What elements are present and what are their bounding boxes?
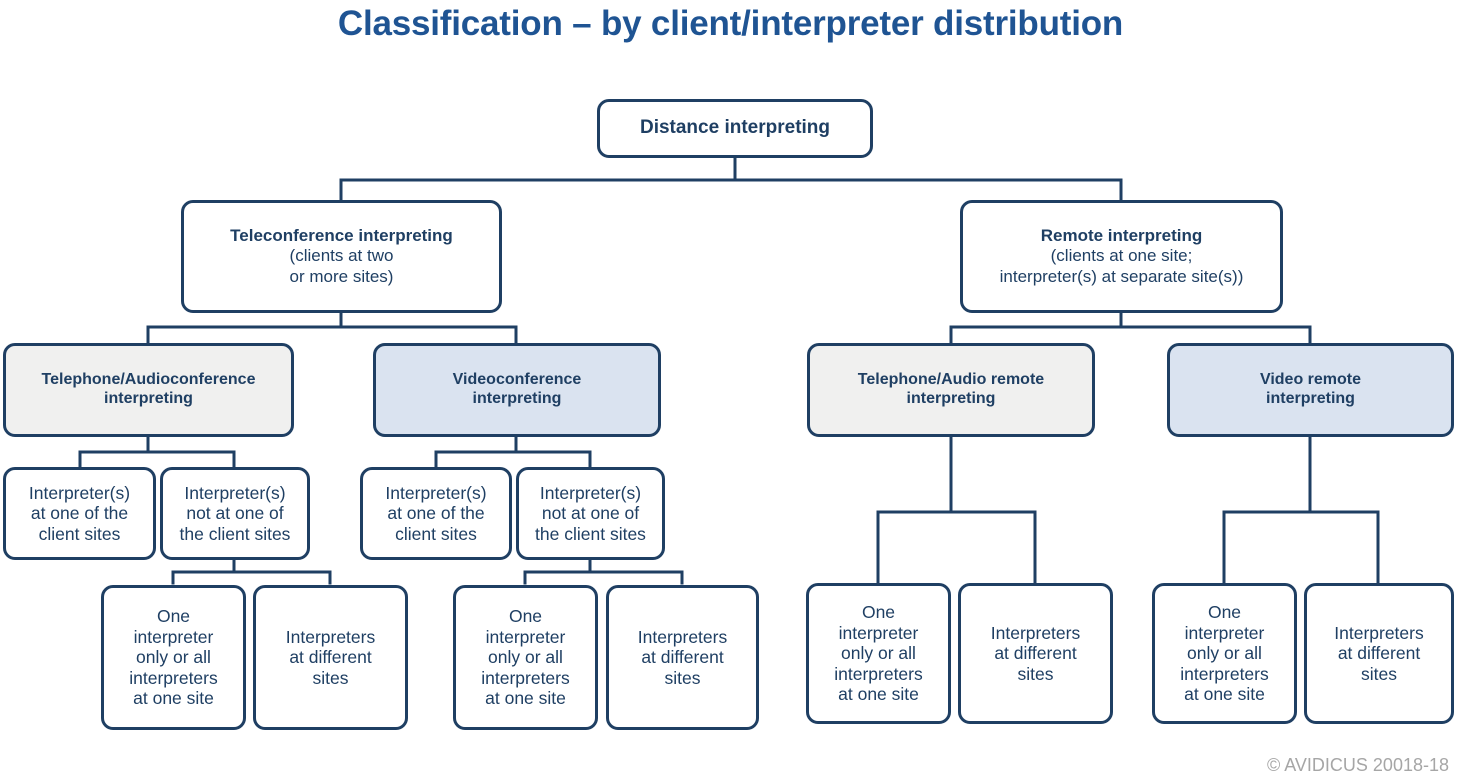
node-video-remote-interpreting[interactable]: Video remote interpreting — [1167, 343, 1454, 437]
node-one-site-video-remote[interactable]: One interpreter only or all interpreters… — [1152, 583, 1297, 724]
node-telephone-audioconference-interpreting[interactable]: Telephone/Audioconference interpreting — [3, 343, 294, 437]
node-line3: the client sites — [179, 523, 291, 544]
node-interpreters-not-at-client-sites-video[interactable]: Interpreter(s) not at one of the client … — [516, 467, 665, 560]
node-title: Remote interpreting — [1040, 226, 1203, 246]
node-different-sites-video-remote[interactable]: Interpreters at different sites — [1304, 583, 1454, 724]
node-different-sites-audio-remote[interactable]: Interpreters at different sites — [958, 583, 1113, 724]
node-distance-interpreting[interactable]: Distance interpreting — [597, 99, 873, 158]
node-line5: at one site — [838, 684, 919, 705]
node-line1: Interpreters — [637, 626, 728, 647]
node-line2: interpreter — [133, 626, 214, 647]
node-videoconference-interpreting[interactable]: Videoconference interpreting — [373, 343, 661, 437]
node-teleconference-interpreting[interactable]: Teleconference interpreting (clients at … — [181, 200, 502, 313]
node-line1: Interpreters — [1334, 622, 1424, 643]
node-different-sites-audioconference[interactable]: Interpreters at different sites — [253, 585, 408, 730]
node-line2: at different — [1337, 643, 1421, 664]
node-line2: not at one of — [541, 503, 640, 524]
node-different-sites-videoconference[interactable]: Interpreters at different sites — [606, 585, 759, 730]
node-subtitle-line1: (clients at two — [289, 246, 394, 266]
node-one-site-videoconference[interactable]: One interpreter only or all interpreters… — [453, 585, 598, 730]
node-remote-interpreting[interactable]: Remote interpreting (clients at one site… — [960, 200, 1283, 313]
node-line3: the client sites — [535, 523, 646, 544]
page-title: Classification – by client/interpreter d… — [337, 4, 1124, 43]
node-line5: at one site — [1184, 684, 1265, 705]
node-line1: Telephone/Audio remote — [857, 371, 1045, 389]
node-line1: Interpreter(s) — [539, 482, 642, 503]
node-subtitle-line2: or more sites) — [289, 266, 394, 286]
node-line3: sites — [1017, 663, 1054, 684]
node-interpreters-not-at-client-sites-audio[interactable]: Interpreter(s) not at one of the client … — [160, 467, 310, 560]
node-line1: Interpreter(s) — [385, 482, 487, 503]
node-line2: interpreting — [472, 390, 562, 407]
node-telephone-audio-remote-interpreting[interactable]: Telephone/Audio remote interpreting — [807, 343, 1095, 437]
node-line2: interpreting — [906, 390, 996, 407]
node-line4: interpreters — [481, 667, 570, 688]
node-line2: interpreter — [1184, 622, 1265, 643]
node-one-site-audio-remote[interactable]: One interpreter only or all interpreters… — [806, 583, 951, 724]
node-interpreters-at-one-of-client-sites-audio[interactable]: Interpreter(s) at one of the client site… — [3, 467, 156, 560]
node-line2: interpreter — [838, 622, 919, 643]
node-line1: Interpreter(s) — [184, 482, 286, 503]
node-line5: at one site — [485, 688, 566, 709]
node-line2: at one of the — [30, 503, 129, 524]
node-line4: interpreters — [1180, 663, 1269, 684]
node-line3: only or all — [488, 647, 563, 668]
node-line1: One — [156, 605, 191, 626]
node-line2: at different — [289, 647, 372, 668]
node-line2: at different — [994, 643, 1077, 664]
node-line1: One — [1207, 601, 1242, 622]
node-subtitle-line2: interpreter(s) at separate site(s)) — [999, 266, 1244, 286]
node-title: Teleconference interpreting — [230, 226, 453, 246]
node-line1: Interpreter(s) — [28, 482, 131, 503]
node-title: Distance interpreting — [639, 117, 831, 139]
node-line1: Videoconference — [452, 371, 582, 389]
node-line3: sites — [664, 667, 701, 688]
node-line1: Telephone/Audioconference — [41, 371, 256, 389]
node-line2: interpreting — [104, 390, 193, 407]
node-line4: interpreters — [129, 667, 218, 688]
node-line3: sites — [1361, 663, 1397, 684]
node-line5: at one site — [133, 688, 214, 709]
node-line2: at one of the — [387, 503, 485, 524]
node-line1: One — [861, 601, 896, 622]
copyright-footer: © AVIDICUS 20018-18 — [1266, 755, 1449, 775]
node-interpreters-at-one-of-client-sites-video[interactable]: Interpreter(s) at one of the client site… — [360, 467, 512, 560]
node-line1: Interpreters — [285, 626, 376, 647]
node-line3: only or all — [841, 643, 916, 664]
node-line2: not at one of — [186, 503, 284, 524]
node-line3: client sites — [38, 523, 121, 544]
node-line1: One — [508, 605, 543, 626]
node-line3: client sites — [395, 523, 477, 544]
node-one-site-audioconference[interactable]: One interpreter only or all interpreters… — [101, 585, 246, 730]
node-subtitle-line1: (clients at one site; — [1050, 246, 1193, 266]
node-line3: sites — [312, 667, 349, 688]
node-line3: only or all — [136, 647, 211, 668]
node-line1: Interpreters — [990, 622, 1081, 643]
node-line2: interpreter — [485, 626, 566, 647]
node-line1: Video remote — [1259, 371, 1362, 389]
node-line2: at different — [641, 647, 724, 668]
node-line3: only or all — [1187, 643, 1262, 664]
node-line2: interpreting — [1266, 390, 1355, 407]
node-line4: interpreters — [834, 663, 923, 684]
